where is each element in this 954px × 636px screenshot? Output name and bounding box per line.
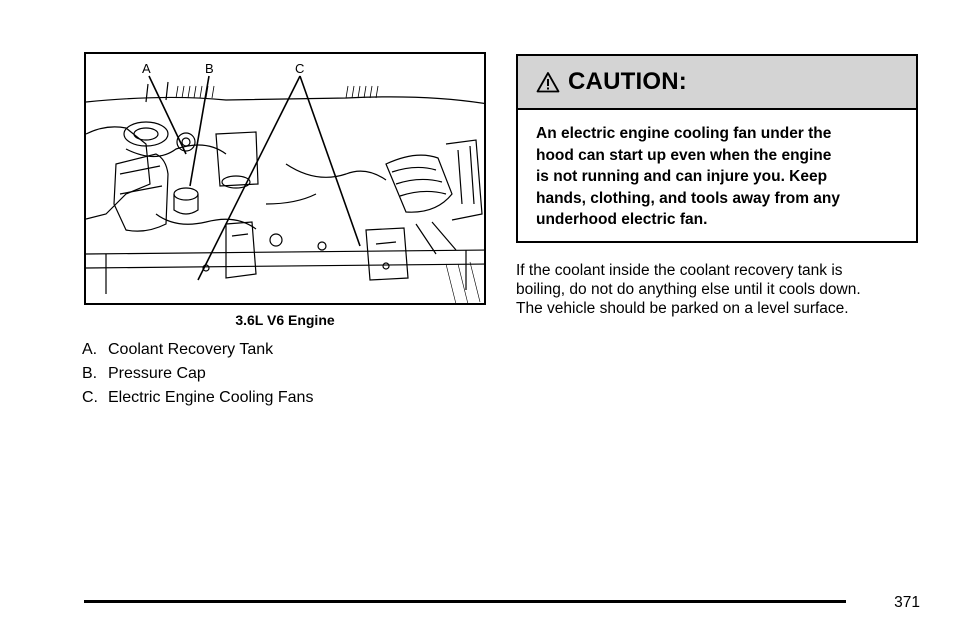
callout-label-b: B [205,61,214,76]
legend-letter: A. [82,341,98,358]
callout-label-c: C [295,61,305,76]
legend-item: C. Electric Engine Cooling Fans [82,386,313,410]
body-line: boiling, do not do anything else until i… [516,281,861,298]
legend-item: B. Pressure Cap [82,362,313,386]
footer-rule [84,600,846,603]
legend-letter: B. [82,365,98,382]
legend-text: Electric Engine Cooling Fans [108,389,314,406]
body-paragraph: If the coolant inside the coolant recove… [516,261,926,318]
page-number: 371 [894,594,920,611]
caution-line: underhood electric fan. [536,211,708,228]
caution-title: CAUTION: [568,68,687,95]
legend-text: Pressure Cap [108,365,206,382]
warning-triangle-icon [536,72,560,93]
legend-text: Coolant Recovery Tank [108,341,274,358]
callout-label-a: A [142,61,151,76]
engine-illustration: A B C [84,52,486,305]
caution-line: An electric engine cooling fan under the [536,125,832,142]
caution-line: hands, clothing, and tools away from any [536,189,841,207]
caution-header: CAUTION: [518,56,916,110]
legend-item: A. Coolant Recovery Tank [82,338,313,362]
caution-line: hood can start up even when the engine [536,146,832,164]
caution-box: CAUTION: An electric engine cooling fan … [516,54,918,243]
engine-line-drawing [86,75,484,303]
body-line: If the coolant inside the coolant recove… [516,262,843,279]
body-line: The vehicle should be parked on a level … [516,300,849,317]
figure-caption: 3.6L V6 Engine [235,312,335,328]
caution-text: An electric engine cooling fan under the… [518,110,916,231]
legend-letter: C. [82,389,98,406]
caution-line: is not running and can injure you. Keep [536,168,828,185]
figure-legend: A. Coolant Recovery Tank B. Pressure Cap… [82,338,313,410]
